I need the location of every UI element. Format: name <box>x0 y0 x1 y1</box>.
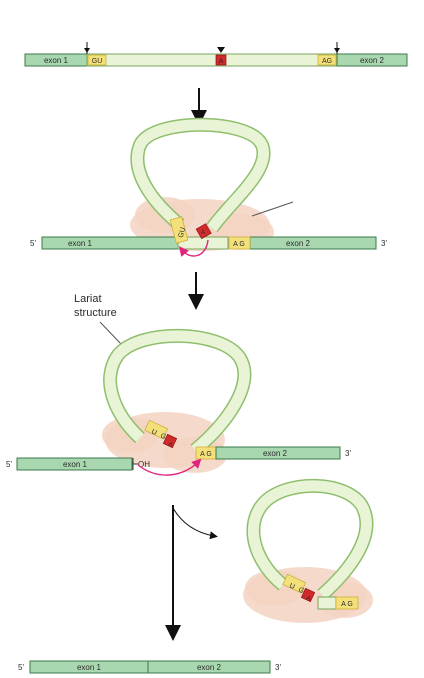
a-label: A <box>305 595 311 602</box>
a-label: A <box>219 58 224 65</box>
gu-site <box>87 54 107 66</box>
a-label: A <box>167 441 173 448</box>
five-prime-label: 5' <box>30 239 36 248</box>
transesterification-arrow <box>178 239 209 257</box>
ag-label: AG <box>322 58 332 65</box>
a-label: A <box>201 230 205 236</box>
released-lariat: U G A A G <box>243 478 374 623</box>
lariat-pointer <box>99 321 123 346</box>
g-label: G <box>159 432 167 441</box>
three-prime-label: 3' <box>381 239 387 248</box>
ligation-arrow <box>137 458 202 476</box>
ag-site <box>228 236 251 250</box>
exon-1-label: exon 1 <box>63 460 88 469</box>
spliceosome-pointer <box>251 201 294 217</box>
cut-arrowhead-3prime <box>334 48 340 53</box>
exon-2-segment <box>215 446 341 460</box>
lariat-label-line2: structure <box>74 307 117 319</box>
branch-marker <box>217 47 225 53</box>
three-prime-label: 3' <box>345 449 351 458</box>
gu-label: GU <box>178 227 187 239</box>
gu-label: GU <box>92 58 103 65</box>
pre-mrna: exon 1 GU A AG exon 2 <box>24 42 408 67</box>
exon-2-segment <box>147 660 271 674</box>
ug-site <box>282 573 307 594</box>
exon-1-segment <box>16 457 133 471</box>
spliceosome-step: 5' exon 1 GU A A G exon 2 3' <box>30 117 387 257</box>
spliced-mrna: 5' exon 1 exon 2 3' <box>18 660 281 674</box>
three-prime-label: 3' <box>275 663 281 672</box>
gu-site <box>169 216 189 244</box>
branch-point-a <box>215 54 227 66</box>
u-label: U <box>288 582 296 590</box>
exon-1-label: exon 1 <box>68 239 93 248</box>
branch-point-a <box>300 587 316 603</box>
branch-point-a <box>162 433 178 449</box>
exon-2-label: exon 2 <box>360 56 385 65</box>
release-arrow <box>172 507 218 540</box>
cut-arrowhead-5prime <box>84 48 90 53</box>
exon-2-label: exon 2 <box>263 449 288 458</box>
u-label: U <box>150 428 158 436</box>
exon-2-segment <box>336 53 408 67</box>
exon-1-label: exon 1 <box>44 56 69 65</box>
five-prime-label: 5' <box>6 460 12 469</box>
five-prime-label: 5' <box>18 663 24 672</box>
branch-point-a <box>195 223 212 240</box>
ug-site <box>144 419 169 440</box>
g-label: G <box>297 586 305 595</box>
ag-label: A G <box>200 451 212 458</box>
ag-label: A G <box>233 241 245 248</box>
exon-2-label: exon 2 <box>286 239 311 248</box>
exon-2-label: exon 2 <box>197 663 222 672</box>
exon-1-label: exon 1 <box>77 663 102 672</box>
exon-1-segment <box>41 236 181 250</box>
ag-label: A G <box>341 601 353 608</box>
exon-2-segment <box>249 236 377 250</box>
ag-site <box>335 596 359 610</box>
lariat-step: Lariat structure U G A A G exon 2 3' 5' … <box>6 293 351 476</box>
ag-site <box>317 54 337 66</box>
oh-label: OH <box>138 460 150 469</box>
intron-segment <box>86 53 338 67</box>
lariat-label-line1: Lariat <box>74 293 102 305</box>
